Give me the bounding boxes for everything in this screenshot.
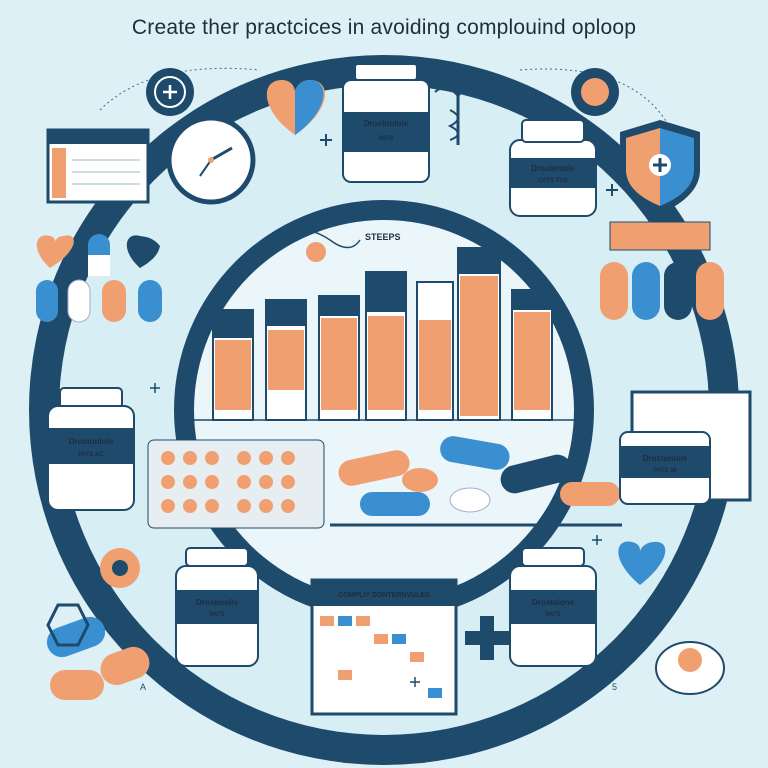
bottle-brand-6: Drostolone bbox=[532, 598, 575, 607]
bottle-sub-4: PATS 38 bbox=[653, 468, 677, 474]
bottle-brand-5: Drostoiolls bbox=[196, 598, 238, 607]
caduceus-icon bbox=[434, 86, 482, 145]
scale-icon bbox=[655, 641, 725, 695]
capsule-icon bbox=[571, 68, 619, 116]
footer-number-a: A bbox=[140, 682, 146, 692]
bottle-sub-2: CATS TUS bbox=[538, 178, 568, 184]
bottle-brand-3: Drostonlole bbox=[69, 437, 114, 446]
medicine-bottle-icon: Drostonlole PATS bbox=[342, 63, 430, 183]
plus-badge-icon bbox=[146, 68, 194, 116]
capsule-cluster-bottom bbox=[46, 603, 150, 700]
calendar-icon bbox=[46, 128, 150, 204]
shield-icon bbox=[620, 120, 700, 214]
calendar-label: COMPLIY DONTERNVULES bbox=[338, 592, 430, 599]
medicine-bottle-icon-6: Drostolone PATS bbox=[509, 547, 597, 667]
gear-icon bbox=[100, 548, 140, 588]
bottle-brand: Drostonlole bbox=[364, 119, 409, 128]
clock-icon bbox=[166, 108, 256, 205]
medicine-bottle-icon-4: Drostonlole PATS 38 bbox=[619, 390, 752, 505]
bottle-sub-5: PATS bbox=[209, 612, 224, 618]
steps-diagram: STEEPS bbox=[279, 229, 401, 262]
bottle-sub: PATS bbox=[378, 136, 393, 142]
bottle-sub-6: PATS bbox=[545, 612, 560, 618]
footer-number-5: 5 bbox=[612, 682, 617, 692]
steps-label: STEEPS bbox=[365, 232, 401, 242]
plus-icon bbox=[465, 616, 509, 660]
medicine-bottle-icon-3: Drostonlole PATS AC bbox=[47, 387, 135, 511]
bottom-calendar-icon: COMPLIY DONTERNVULES bbox=[310, 578, 458, 716]
tube-row bbox=[190, 247, 580, 421]
bottle-brand-4: Drostonlole bbox=[643, 454, 688, 463]
medicine-bottle-icon-5: Drostoiolls PATS bbox=[175, 547, 259, 667]
capsule-cluster-right bbox=[600, 221, 724, 320]
heart-icon-2 bbox=[618, 541, 666, 585]
capsule-cluster-left bbox=[36, 234, 162, 323]
bottle-sub-3: PATS AC bbox=[78, 452, 104, 458]
bottle-brand-2: Drostenlole bbox=[531, 164, 576, 173]
page-title: Create ther practcices in avoiding compl… bbox=[131, 16, 637, 39]
medicine-bottle-icon-2: Drostenlole CATS TUS bbox=[509, 119, 597, 217]
heart-icon bbox=[266, 80, 325, 135]
blister-pack bbox=[147, 439, 325, 529]
pill-pile bbox=[330, 436, 622, 527]
